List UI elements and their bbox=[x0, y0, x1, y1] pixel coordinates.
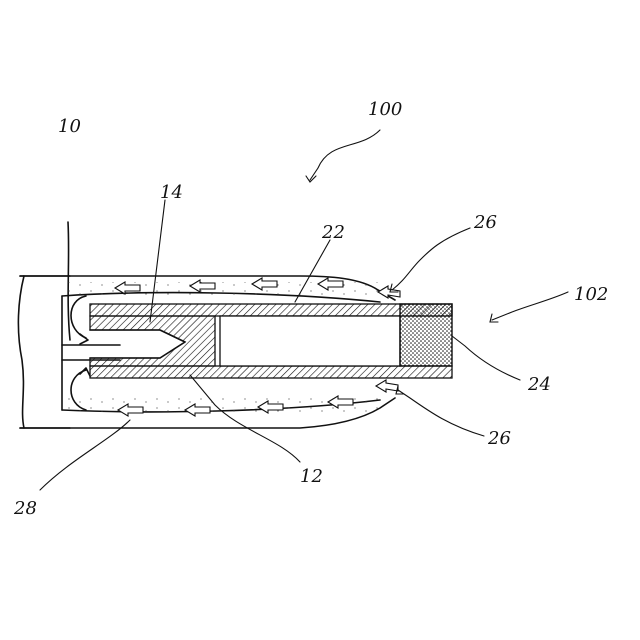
ref-24-label: 24 bbox=[527, 374, 551, 395]
filter-plug bbox=[400, 304, 452, 366]
ref-26-top-label: 26 bbox=[473, 212, 497, 233]
ref-12-label: 12 bbox=[300, 466, 323, 487]
ref-22-label: 22 bbox=[321, 222, 345, 243]
ref-100-label: 100 bbox=[368, 99, 402, 120]
ref-14-label: 14 bbox=[160, 182, 183, 203]
ref-102-label: 102 bbox=[574, 284, 608, 305]
inner-tube bbox=[90, 304, 452, 378]
ref-28-label: 28 bbox=[13, 498, 37, 519]
connector-block bbox=[90, 316, 215, 366]
curved-arrows bbox=[71, 296, 90, 410]
ref-10-label: 10 bbox=[58, 116, 81, 137]
ref-26-bottom-label: 26 bbox=[487, 428, 511, 449]
